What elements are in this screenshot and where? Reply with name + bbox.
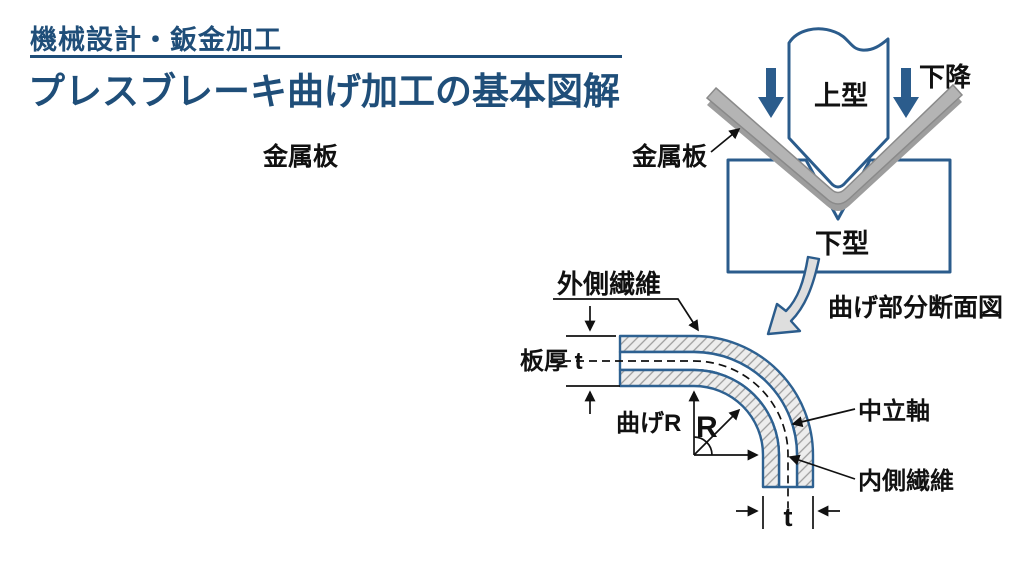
lower-die-shape (726, 158, 952, 274)
bottom-thickness-dimension (736, 496, 840, 529)
inner-fiber-band (618, 368, 781, 489)
radius-symbol-label: R (696, 411, 718, 444)
inner-fiber-leader (788, 454, 856, 480)
neutral-axis-leader (791, 408, 856, 428)
bottom-thickness-symbol: t (784, 502, 793, 532)
sheet-leader-arrow (710, 127, 741, 153)
descend-label: 下降 (919, 62, 972, 92)
page-title: プレスブレーキ曲げ加工の基本図解 (28, 71, 620, 112)
bend-radius-label: 曲げR (616, 410, 681, 437)
kicker-title: 機械設計・鈑金加工 (30, 25, 282, 55)
upper-die-label: 上型 (814, 81, 868, 111)
section-pointer-arrow (766, 255, 821, 336)
inner-fiber-label: 内側繊維 (858, 467, 954, 495)
thickness-label: 板厚 t (520, 348, 583, 375)
press-sheet-shape (705, 83, 964, 205)
section-caption: 曲げ部分断面図 (828, 293, 1003, 322)
neutral-axis-label: 中立軸 (858, 397, 930, 425)
lower-die-label: 下型 (815, 229, 869, 259)
title-underline (30, 55, 622, 58)
floating-sheet-label: 金属板 (262, 142, 338, 171)
press-sheet-label: 金属板 (631, 142, 707, 171)
bend-radius-construction (688, 390, 759, 461)
bend-section-diagram: 外側繊維 板厚 t 曲げR R 中立軸 内側繊維 t (520, 269, 954, 532)
press-diagram: 上型 下型 下降 金属板 曲げ部分断面図 (631, 27, 1003, 336)
neutral-axis-line (550, 360, 789, 508)
down-arrow-left (758, 68, 784, 118)
upper-die-shape (787, 27, 890, 189)
outer-fiber-label: 外側繊維 (557, 269, 661, 299)
down-arrow-right (893, 68, 919, 118)
outer-fiber-leader (553, 298, 699, 332)
thickness-dimension (566, 306, 620, 414)
